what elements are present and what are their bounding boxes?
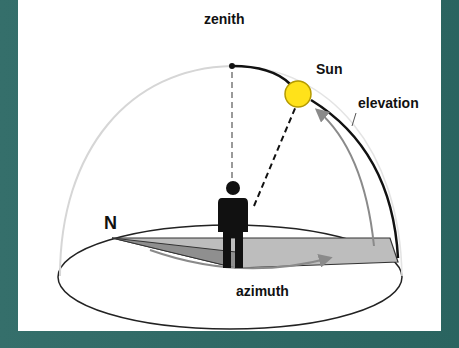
observer-figure — [218, 181, 248, 268]
azimuth-sector-shade — [112, 238, 236, 268]
diagram-label: elevation — [358, 96, 419, 110]
sun-label: Sun — [316, 62, 342, 76]
sun-node: Sun — [282, 60, 352, 110]
elevation-arrow — [317, 110, 374, 246]
sun-ray-line — [254, 106, 296, 206]
azimuth-sector — [112, 238, 398, 268]
diagram-label: azimuth — [236, 284, 289, 298]
diagram-label: zenith — [204, 12, 244, 26]
diagram-label: N — [104, 214, 117, 232]
sun-path-arc — [311, 100, 398, 258]
image-panel — [18, 0, 441, 331]
sun-circle — [285, 81, 311, 107]
leader-line — [352, 113, 356, 126]
sky-dome-arc — [60, 66, 232, 276]
zenith-line — [231, 72, 233, 178]
sun-path-arc — [232, 66, 290, 84]
